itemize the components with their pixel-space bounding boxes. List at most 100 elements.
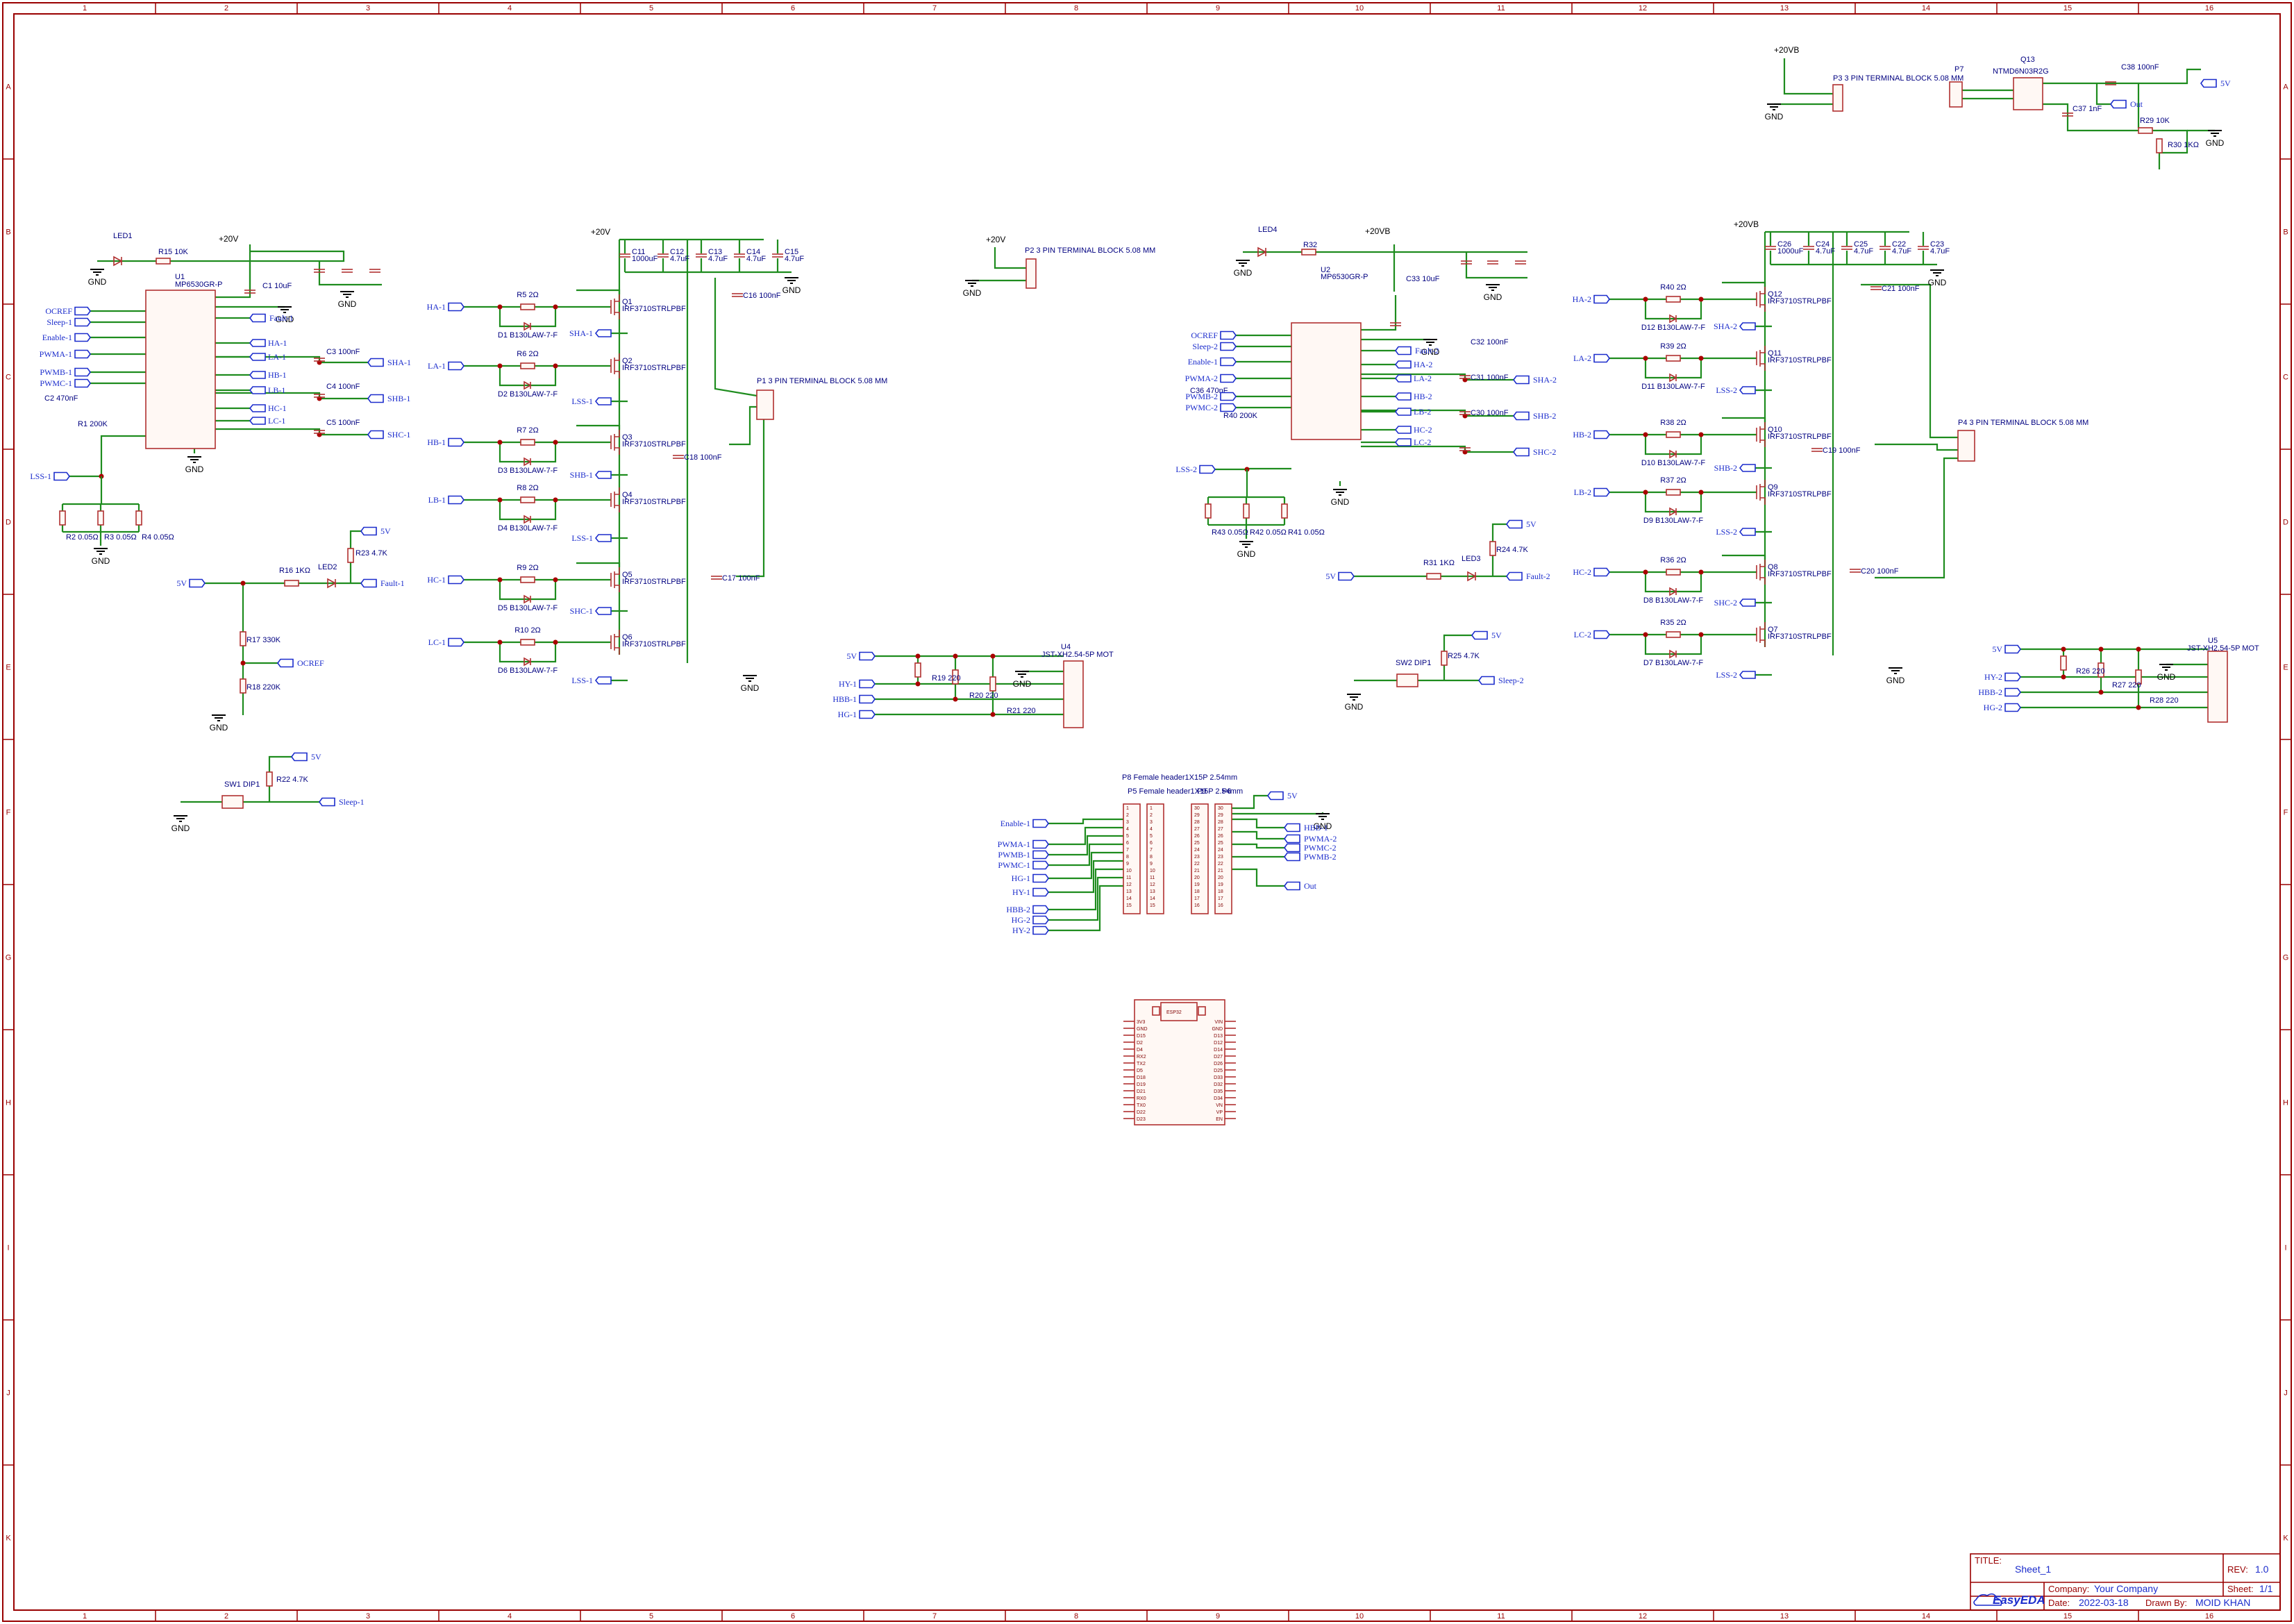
resistor[interactable] [97, 510, 104, 526]
net-port[interactable] [1032, 839, 1049, 849]
net-port[interactable] [859, 710, 876, 719]
esp32-button-right[interactable] [1198, 1006, 1206, 1016]
net-port[interactable] [1199, 464, 1216, 474]
mosfet-source[interactable] [1760, 577, 1766, 585]
net-port[interactable] [594, 676, 612, 685]
terminal-p4-body[interactable] [1957, 430, 1975, 462]
net-port[interactable] [1220, 342, 1237, 351]
net-port[interactable] [1394, 374, 1412, 383]
net-port[interactable] [448, 495, 464, 505]
net-port[interactable] [74, 349, 91, 359]
mosfet-source[interactable] [614, 447, 620, 455]
diode[interactable] [524, 380, 532, 390]
gate-resistor[interactable] [520, 362, 535, 369]
net-port[interactable] [1032, 850, 1049, 860]
net-port[interactable] [1593, 353, 1610, 363]
net-port[interactable] [1284, 823, 1300, 832]
resistor[interactable] [1243, 503, 1250, 519]
net-port[interactable] [2200, 78, 2217, 88]
diode[interactable] [524, 657, 532, 667]
net-port[interactable] [2004, 644, 2021, 654]
mosfet-drain[interactable] [1760, 346, 1766, 353]
diode[interactable] [1669, 314, 1677, 324]
net-port[interactable] [1394, 360, 1412, 369]
net-port[interactable] [1220, 403, 1237, 412]
net-port[interactable] [2110, 99, 2127, 109]
dip-switch[interactable] [221, 795, 244, 809]
esp32-button-left[interactable] [1152, 1006, 1160, 1016]
diode[interactable] [524, 457, 532, 467]
net-port[interactable] [1032, 860, 1049, 870]
net-port[interactable] [2004, 703, 2021, 712]
net-port[interactable] [594, 329, 612, 337]
net-port[interactable] [1739, 322, 1756, 330]
resistor[interactable] [989, 676, 996, 692]
net-port[interactable] [74, 367, 91, 377]
resistor[interactable] [2060, 655, 2067, 671]
resistor[interactable] [240, 631, 246, 646]
net-port[interactable] [1220, 374, 1237, 383]
net-port[interactable] [594, 534, 612, 542]
driver-ic-u2[interactable] [1291, 322, 1362, 440]
net-port[interactable] [1284, 881, 1300, 891]
mosfet-drain[interactable] [614, 353, 620, 361]
net-port[interactable] [360, 526, 377, 536]
net-port[interactable] [189, 578, 206, 588]
net-port[interactable] [1220, 330, 1237, 340]
net-port[interactable] [1593, 567, 1610, 577]
net-port[interactable] [249, 371, 266, 379]
mosfet-source[interactable] [1760, 363, 1766, 371]
net-port[interactable] [74, 378, 91, 388]
net-port[interactable] [249, 313, 266, 323]
net-port[interactable] [594, 607, 612, 615]
net-port[interactable] [1506, 519, 1523, 529]
mosfet-source[interactable] [614, 371, 620, 378]
net-port[interactable] [74, 317, 91, 327]
net-port[interactable] [367, 358, 384, 367]
net-port[interactable] [1284, 843, 1300, 853]
mosfet-source[interactable] [614, 505, 620, 512]
led[interactable] [113, 256, 123, 267]
mosfet-drain[interactable] [614, 430, 620, 437]
led[interactable] [1467, 571, 1477, 582]
net-port[interactable] [1593, 487, 1610, 497]
diode[interactable] [524, 321, 532, 331]
net-port[interactable] [448, 437, 464, 447]
resistor[interactable] [2156, 138, 2163, 153]
mosfet-drain[interactable] [1760, 287, 1766, 294]
esp32-body[interactable] [1134, 999, 1225, 1125]
resistor[interactable] [266, 771, 273, 787]
connector-p7-body[interactable] [1949, 81, 1963, 108]
net-port[interactable] [1506, 571, 1523, 581]
driver-ic-u1[interactable] [145, 290, 216, 449]
mosfet-drain[interactable] [1760, 480, 1766, 487]
net-port[interactable] [448, 361, 464, 371]
net-port[interactable] [249, 353, 266, 361]
diode[interactable] [1669, 507, 1677, 517]
net-port[interactable] [859, 694, 876, 704]
resistor[interactable] [59, 510, 66, 526]
mosfet-drain[interactable] [614, 567, 620, 575]
net-port[interactable] [1513, 375, 1530, 385]
resistor[interactable] [2138, 127, 2153, 134]
led[interactable] [1257, 246, 1267, 258]
net-port[interactable] [1593, 630, 1610, 639]
terminal-p2-body[interactable] [1025, 258, 1037, 289]
net-port[interactable] [594, 471, 612, 479]
resistor[interactable] [1301, 249, 1316, 256]
gate-resistor[interactable] [520, 639, 535, 646]
header-p6[interactable] [1214, 803, 1232, 914]
net-port[interactable] [448, 637, 464, 647]
resistor[interactable] [284, 580, 299, 587]
net-port[interactable] [1394, 408, 1412, 416]
net-port[interactable] [1394, 438, 1412, 446]
gate-resistor[interactable] [1666, 569, 1681, 576]
net-port[interactable] [249, 404, 266, 412]
net-port[interactable] [249, 417, 266, 425]
terminal-p3-body[interactable] [1832, 84, 1843, 112]
mosfet-drain[interactable] [614, 487, 620, 495]
net-port[interactable] [249, 339, 266, 347]
net-port[interactable] [1284, 852, 1300, 862]
resistor[interactable] [952, 669, 959, 685]
net-port[interactable] [277, 658, 294, 668]
